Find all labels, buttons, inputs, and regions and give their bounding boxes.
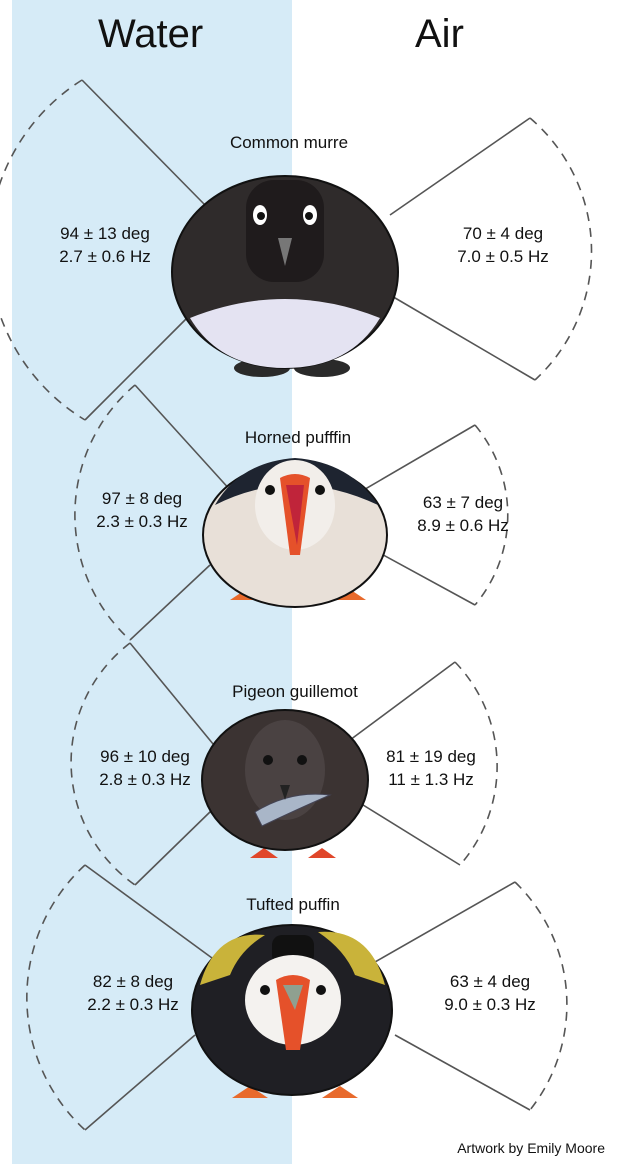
- air-angle: 63 ± 7 deg: [422, 493, 504, 512]
- tufted-puffin-bird: [191, 924, 393, 1098]
- right-foot-icon: [308, 848, 336, 858]
- air-frequency: 9.0 ± 0.3 Hz: [444, 995, 536, 1014]
- fish-icon: [254, 793, 332, 827]
- air-frequency: 11 ± 1.3 Hz: [388, 770, 474, 789]
- water-frequency: 2.7 ± 0.6 Hz: [59, 247, 151, 266]
- bird-name-horned-puffin: Horned pufffin: [244, 428, 352, 447]
- water-angle: 82 ± 8 deg: [92, 972, 174, 991]
- common-murre-water-wedge: [0, 79, 206, 421]
- tufted-puffin-air-wedge: [374, 881, 568, 1111]
- artwork-credit: Artwork by Emily Moore: [457, 1140, 605, 1156]
- pigeon-guillemot-water-wedge: [70, 642, 219, 886]
- bird-name-tufted-puffin: Tufted puffin: [246, 895, 340, 914]
- common-murre-bird: [171, 175, 399, 377]
- beak-icon: [278, 238, 292, 266]
- horned-puffin-water-stats: 97 ± 8 deg 2.3 ± 0.3 Hz: [57, 487, 227, 533]
- air-frequency: 7.0 ± 0.5 Hz: [457, 247, 549, 266]
- water-frequency: 2.8 ± 0.3 Hz: [99, 770, 191, 789]
- right-foot-icon: [322, 1086, 358, 1098]
- beak-icon: [276, 975, 310, 1050]
- pigeon-guillemot-water-stats: 96 ± 10 deg 2.8 ± 0.3 Hz: [60, 745, 230, 791]
- tufted-puffin-air-stats: 63 ± 4 deg 9.0 ± 0.3 Hz: [405, 970, 575, 1016]
- tufted-puffin-water-stats: 82 ± 8 deg 2.2 ± 0.3 Hz: [48, 970, 218, 1016]
- bird-name-pigeon-guillemot: Pigeon guillemot: [232, 682, 358, 701]
- horned-puffin-bird: [202, 458, 388, 608]
- water-angle: 97 ± 8 deg: [101, 489, 183, 508]
- water-angle: 96 ± 10 deg: [100, 747, 190, 766]
- pigeon-guillemot-bird: [201, 709, 369, 858]
- water-header: Water: [98, 12, 204, 56]
- bird-name-common-murre: Common murre: [229, 133, 349, 152]
- common-murre-water-stats: 94 ± 13 deg 2.7 ± 0.6 Hz: [20, 222, 190, 268]
- water-angle: 94 ± 13 deg: [60, 224, 150, 243]
- left-tuft-icon: [200, 934, 265, 985]
- water-frequency: 2.2 ± 0.3 Hz: [87, 995, 179, 1014]
- left-foot-icon: [250, 848, 278, 858]
- pigeon-guillemot-air-wedge: [349, 661, 498, 866]
- right-tuft-icon: [318, 931, 385, 985]
- air-frequency: 8.9 ± 0.6 Hz: [417, 516, 509, 535]
- tufted-puffin-water-wedge: [26, 864, 213, 1131]
- common-murre-air-stats: 70 ± 4 deg 7.0 ± 0.5 Hz: [418, 222, 588, 268]
- common-murre-air-wedge: [389, 117, 593, 381]
- pigeon-guillemot-air-stats: 81 ± 19 deg 11 ± 1.3 Hz: [346, 745, 516, 791]
- air-angle: 81 ± 19 deg: [386, 747, 476, 766]
- belly-icon: [190, 299, 380, 368]
- horned-puffin-water-wedge: [74, 384, 233, 641]
- air-angle: 63 ± 4 deg: [449, 972, 531, 991]
- horned-puffin-air-stats: 63 ± 7 deg 8.9 ± 0.6 Hz: [378, 491, 548, 537]
- head-icon: [246, 180, 324, 282]
- air-angle: 70 ± 4 deg: [462, 224, 544, 243]
- beak-icon: [280, 785, 290, 800]
- left-foot-icon: [232, 1086, 268, 1098]
- air-header: Air: [415, 12, 464, 56]
- water-frequency: 2.3 ± 0.3 Hz: [96, 512, 188, 531]
